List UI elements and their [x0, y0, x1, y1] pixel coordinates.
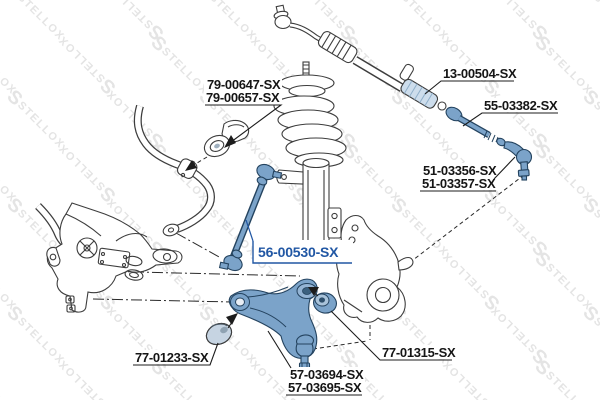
ball-joint	[295, 334, 315, 370]
part-number[interactable]: 79-00647-SX	[207, 77, 281, 92]
part-number-selected[interactable]: 56-00530-SX	[258, 244, 339, 260]
label-axial-joint[interactable]: 55-03382-SX	[462, 98, 558, 127]
link-mount-tab	[276, 169, 304, 185]
callouts: 79-00647-SX 79-00657-SX 13-00504-SX 55-0…	[132, 66, 558, 396]
label-tie-rod-end[interactable]: 51-03356-SX 51-03357-SX	[420, 156, 516, 192]
part-number[interactable]: 77-01233-SX	[135, 350, 209, 365]
control-arm	[228, 278, 318, 370]
stabilizer-link	[218, 163, 283, 272]
strut-assembly	[273, 61, 347, 258]
rack-boot-left	[317, 31, 358, 64]
part-number[interactable]: 55-03382-SX	[484, 98, 558, 113]
rack-boot-right	[400, 78, 439, 109]
arm-front-bushing	[205, 313, 238, 346]
stabilizer-bar-eye	[162, 223, 180, 237]
label-arm-front-bushing[interactable]: 77-01233-SX	[132, 342, 219, 366]
part-number[interactable]: 79-00657-SX	[206, 90, 280, 105]
steering-rack	[273, 4, 533, 181]
part-number[interactable]: 13-00504-SX	[443, 66, 517, 81]
part-number[interactable]: 57-03694-SX	[290, 367, 364, 382]
rack-mount-bracket	[399, 63, 414, 81]
part-number[interactable]: 51-03356-SX	[423, 163, 497, 178]
label-stab-link-selected[interactable]: 56-00530-SX	[245, 219, 353, 264]
stabilizer-bushing	[185, 119, 250, 171]
part-number[interactable]: 57-03695-SX	[288, 380, 362, 395]
left-tie-rod-end	[273, 4, 292, 30]
label-ball-joint[interactable]: 57-03694-SX 57-03695-SX	[267, 330, 365, 396]
part-number[interactable]: 51-03357-SX	[422, 176, 496, 191]
outer-tie-rod-end	[503, 141, 533, 181]
label-rack-boot[interactable]: 13-00504-SX	[424, 66, 517, 95]
axial-rod	[445, 106, 506, 147]
coil-spring	[273, 95, 347, 168]
steering-knuckle	[336, 214, 414, 323]
arm-rear-bushing	[308, 287, 337, 314]
subframe	[46, 202, 183, 313]
part-number[interactable]: 77-01315-SX	[382, 345, 456, 360]
label-arm-rear-bushing[interactable]: 77-01315-SX	[330, 310, 456, 361]
label-stab-bushing[interactable]: 79-00647-SX 79-00657-SX	[204, 77, 283, 148]
